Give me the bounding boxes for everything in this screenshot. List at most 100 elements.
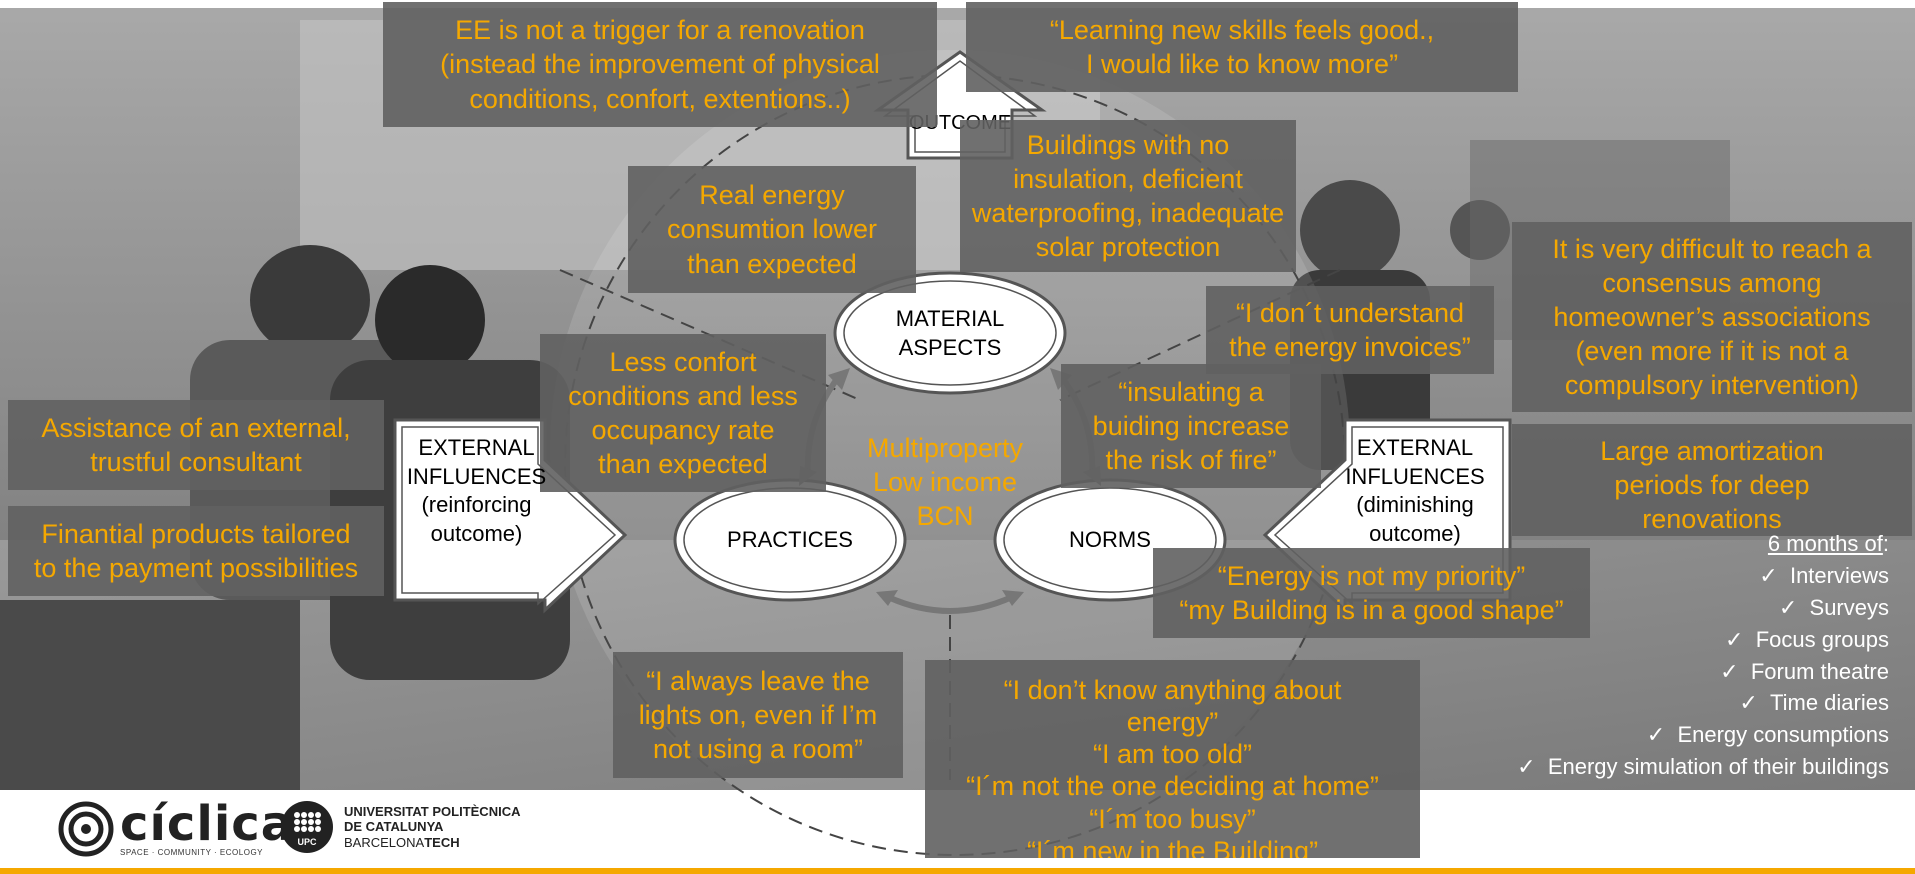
dont-know-line-2: energy” bbox=[1126, 707, 1219, 738]
consensus-box: It is very difficult to reach a consensu… bbox=[1512, 222, 1912, 412]
less-confort-line-4: than expected bbox=[598, 449, 768, 480]
methods-heading: 6 months of: bbox=[1517, 528, 1889, 560]
methods-heading-colon: : bbox=[1882, 531, 1889, 556]
dont-know-line-1: “I don’t know anything about bbox=[1003, 675, 1342, 705]
lights-line-3: not using a room” bbox=[652, 734, 864, 764]
ext-left-line-2: INFLUENCES bbox=[406, 463, 547, 489]
less-confort-line-1: Less confort bbox=[609, 346, 757, 377]
buildings-no-insulation-box: Buildings with no insulation, deficient … bbox=[960, 120, 1296, 272]
lights-line-1: “I always leave the bbox=[646, 665, 870, 696]
lights-on-box: “I always leave the lights on, even if I… bbox=[613, 652, 903, 778]
center-line-1: Multiproperty bbox=[866, 433, 1024, 463]
financial-products-box: Finantial products tailored to the payme… bbox=[8, 506, 384, 596]
ext-right-line-1: EXTERNAL bbox=[1356, 435, 1474, 460]
upc-badge-text: UPC bbox=[297, 837, 317, 847]
left-influence-arrow-inner bbox=[401, 426, 617, 606]
material-ellipse-inner bbox=[843, 280, 1057, 386]
upc-line-2: DE CATALUNYA bbox=[344, 819, 444, 835]
insulating-line-1: “insulating a bbox=[1118, 376, 1264, 407]
consensus-line-1: It is very difficult to reach a bbox=[1552, 233, 1872, 264]
insulating-line-2: buiding increase bbox=[1092, 410, 1290, 441]
real-energy-box: Real energy consumtion lower than expect… bbox=[628, 166, 916, 293]
less-confort-line-2: conditions and less bbox=[568, 380, 798, 411]
less-confort-box: Less confort conditions and less occupan… bbox=[540, 334, 826, 492]
method-item: Energy consumptions bbox=[1517, 719, 1889, 751]
consensus-line-5: compulsory intervention) bbox=[1564, 370, 1860, 401]
ee-line-1: EE is not a trigger for a renovation bbox=[455, 15, 865, 46]
ext-left-line-4: outcome) bbox=[430, 520, 523, 546]
learning-skills-box: “Learning new skills feels good., I woul… bbox=[966, 2, 1518, 92]
center-line-3: BCN bbox=[916, 500, 974, 531]
energy-invoices-box: “I don´t understand the energy invoices” bbox=[1206, 286, 1494, 374]
dont-know-line-3: “I am too old” bbox=[1092, 739, 1253, 770]
material-line-2: ASPECTS bbox=[898, 335, 1002, 360]
skills-line-2: I would like to know more” bbox=[1085, 49, 1399, 79]
buildings-line-1: Buildings with no bbox=[1026, 129, 1230, 160]
financial-line-2: to the payment possibilities bbox=[33, 553, 359, 583]
external-influences-left-label: EXTERNAL INFLUENCES (reinforcing outcome… bbox=[394, 434, 559, 548]
less-confort-line-3: occupancy rate bbox=[591, 415, 775, 445]
insulating-line-3: the risk of fire” bbox=[1105, 445, 1277, 475]
ext-right-line-4: outcome) bbox=[1369, 520, 1461, 546]
ext-right-line-3: (diminishing bbox=[1356, 492, 1474, 518]
upc-logo: UPC UNIVERSITAT POLITÈCNICA DE CATALUNYA… bbox=[280, 800, 520, 854]
norms-ellipse-inner bbox=[1003, 487, 1217, 593]
upc-line-1: UNIVERSITAT POLITÈCNICA bbox=[344, 803, 521, 819]
ciclica-wordmark: cíclica bbox=[120, 796, 295, 852]
methods-list: 6 months of: Interviews Surveys Focus gr… bbox=[1517, 528, 1889, 783]
upc-line-3b: TECH bbox=[424, 834, 460, 850]
method-item: Focus groups bbox=[1517, 624, 1889, 656]
center-line-2: Low income bbox=[872, 466, 1018, 497]
ext-left-line-1: EXTERNAL bbox=[418, 435, 535, 460]
ciclica-logo: cíclica SPACE · COMMUNITY · ECOLOGY bbox=[58, 800, 294, 857]
financial-line-1: Finantial products tailored bbox=[41, 518, 351, 549]
buildings-line-2: insulation, deficient bbox=[1013, 163, 1243, 194]
invoices-line-2: the energy invoices” bbox=[1229, 332, 1471, 362]
methods-heading-text: 6 months of bbox=[1767, 531, 1883, 556]
ee-line-3: conditions, confort, extentions..) bbox=[469, 83, 851, 114]
external-influences-right-label: EXTERNAL INFLUENCES (diminishing outcome… bbox=[1330, 434, 1500, 548]
invoices-line-1: “I don´t understand bbox=[1235, 297, 1465, 328]
norms-label: NORMS bbox=[1069, 526, 1151, 552]
ee-line-2: (instead the improvement of physical bbox=[440, 49, 880, 80]
material-aspects-label: MATERIAL ASPECTS bbox=[850, 300, 1050, 368]
lights-line-2: lights on, even if I’m bbox=[638, 699, 878, 730]
amortization-line-1: Large amortization bbox=[1600, 436, 1824, 466]
priority-line-2: “my Building is in a good shape” bbox=[1179, 595, 1564, 625]
priority-line-1: “Energy is not my priority” bbox=[1217, 560, 1526, 591]
real-energy-line-1: Real energy bbox=[699, 180, 845, 211]
footer-accent-bar bbox=[0, 868, 1915, 874]
external-consultant-box: Assistance of an external, trustful cons… bbox=[8, 400, 384, 490]
center-context-label: Multiproperty Low income BCN bbox=[840, 432, 1050, 533]
ext-right-line-2: INFLUENCES bbox=[1345, 463, 1485, 489]
real-energy-line-3: than expected bbox=[687, 248, 857, 279]
insulating-fire-box: “insulating a buiding increase the risk … bbox=[1061, 364, 1321, 488]
real-energy-line-2: consumtion lower bbox=[666, 214, 878, 245]
assistance-line-1: Assistance of an external, bbox=[41, 412, 351, 443]
dont-know-line-4: “I´m not the one deciding at home” bbox=[966, 771, 1379, 802]
ciclica-spiral-icon bbox=[58, 801, 114, 856]
method-item: Time diaries bbox=[1517, 687, 1889, 719]
method-item: Surveys bbox=[1517, 592, 1889, 624]
practices-label: PRACTICES bbox=[727, 526, 853, 552]
upc-badge-icon: UPC bbox=[281, 801, 333, 853]
upc-line-3: BARCELONATECH bbox=[344, 835, 520, 851]
amortization-line-3: renovations bbox=[1642, 504, 1782, 535]
material-ellipse-outer bbox=[833, 271, 1067, 395]
ee-not-trigger-box: EE is not a trigger for a renovation (in… bbox=[383, 2, 937, 127]
consensus-line-2: consensus among bbox=[1602, 267, 1822, 298]
method-item: Forum theatre bbox=[1517, 656, 1889, 688]
method-item: Interviews bbox=[1517, 560, 1889, 592]
dont-know-line-5: “I´m too busy” bbox=[1089, 803, 1256, 834]
upc-text: UNIVERSITAT POLITÈCNICA DE CATALUNYA BAR… bbox=[344, 804, 520, 851]
material-line-1: MATERIAL bbox=[895, 306, 1005, 332]
dont-know-energy-box: “I don’t know anything about energy” “I … bbox=[925, 660, 1420, 858]
consensus-line-3: homeowner’s associations bbox=[1553, 301, 1871, 332]
method-item: Energy simulation of their buildings bbox=[1517, 751, 1889, 783]
buildings-line-3: waterproofing, inadequate bbox=[971, 198, 1285, 228]
ciclica-tagline: SPACE · COMMUNITY · ECOLOGY bbox=[120, 848, 263, 857]
skills-line-1: “Learning new skills feels good., bbox=[1049, 14, 1435, 45]
dont-know-line-6: “I´m new in the Building” bbox=[1026, 835, 1319, 858]
upc-line-3a: BARCELONA bbox=[344, 834, 425, 850]
buildings-line-4: solar protection bbox=[1035, 232, 1221, 263]
